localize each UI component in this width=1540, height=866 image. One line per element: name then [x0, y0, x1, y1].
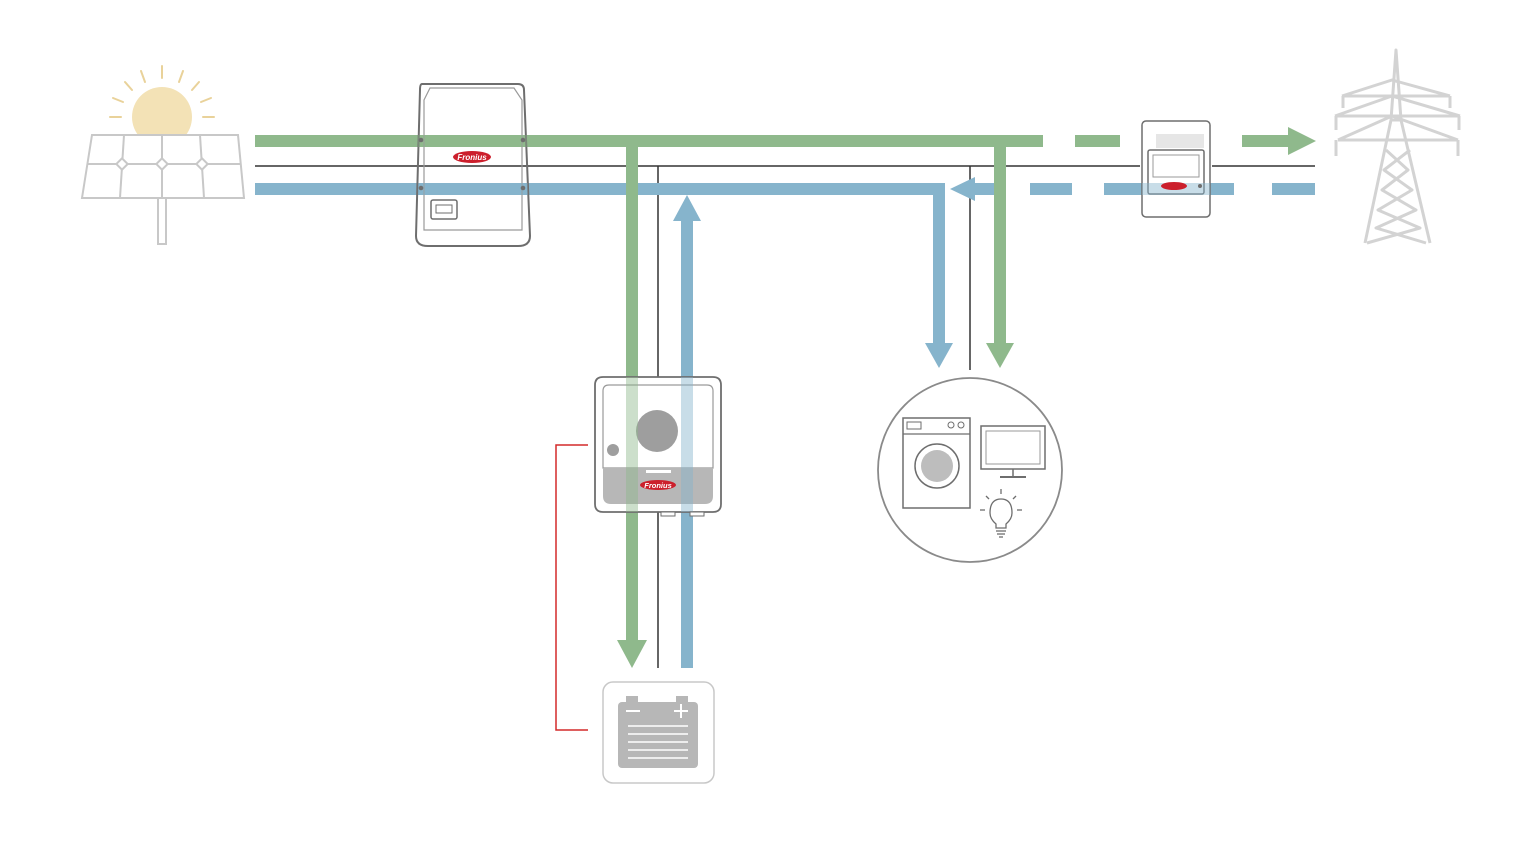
- pv-flow-dash: [1075, 135, 1120, 147]
- flow-pv-to-loads: [986, 135, 1014, 368]
- brand-logo: [1161, 182, 1187, 190]
- pv-to-battery-arrowhead: [617, 640, 647, 668]
- hybrid-brand-label: Fronius: [644, 481, 672, 490]
- hybrid-status-dial: [636, 410, 678, 452]
- household-loads-icon: [877, 377, 1063, 563]
- inverter-brand-label: Fronius: [457, 153, 487, 162]
- pv-to-loads-arrowhead: [986, 343, 1014, 368]
- pv-flow-arrowhead: [1288, 127, 1316, 155]
- inverter-storage-overlay: [418, 183, 528, 195]
- brand-logo: [453, 151, 491, 163]
- pv-inverter-icon: Fronius: [414, 83, 532, 247]
- solar-panel-with-sun-icon: [80, 65, 246, 245]
- sun-icon: [109, 65, 215, 147]
- flow-pv-to-grid: [255, 127, 1316, 155]
- storage-flow-arrowhead: [950, 177, 975, 201]
- inverter-display: [430, 199, 458, 220]
- smart-meter-icon: [1141, 120, 1211, 218]
- storage-to-loads-arrowhead: [925, 343, 953, 368]
- ac-bus-lines: [255, 165, 1315, 668]
- storage-flow-dash: [1272, 183, 1315, 195]
- hybrid-inverter-icon: Fronius: [594, 376, 722, 517]
- television-icon: [980, 425, 1046, 478]
- pv-to-loads-bar: [994, 135, 1006, 345]
- battery-icon: [602, 681, 715, 784]
- flow-storage-to-loads: [925, 183, 953, 368]
- storage-flow-segment: [975, 183, 1000, 195]
- pv-flow-bar: [255, 135, 1043, 147]
- brand-logo: [640, 480, 676, 490]
- battery-to-bus-arrowhead: [673, 195, 701, 221]
- washing-machine-icon: [902, 417, 971, 509]
- battery-communication-line: [555, 444, 588, 731]
- power-pylon-icon: [1334, 48, 1461, 245]
- lightbulb-icon: [980, 489, 1022, 538]
- storage-flow-dash: [1030, 183, 1072, 195]
- storage-flow-bar: [255, 183, 945, 195]
- storage-to-loads-bar: [933, 183, 945, 345]
- inverter-pv-overlay: [418, 135, 528, 147]
- pv-module-icon: [80, 134, 246, 245]
- pv-flow-dash: [1242, 135, 1290, 147]
